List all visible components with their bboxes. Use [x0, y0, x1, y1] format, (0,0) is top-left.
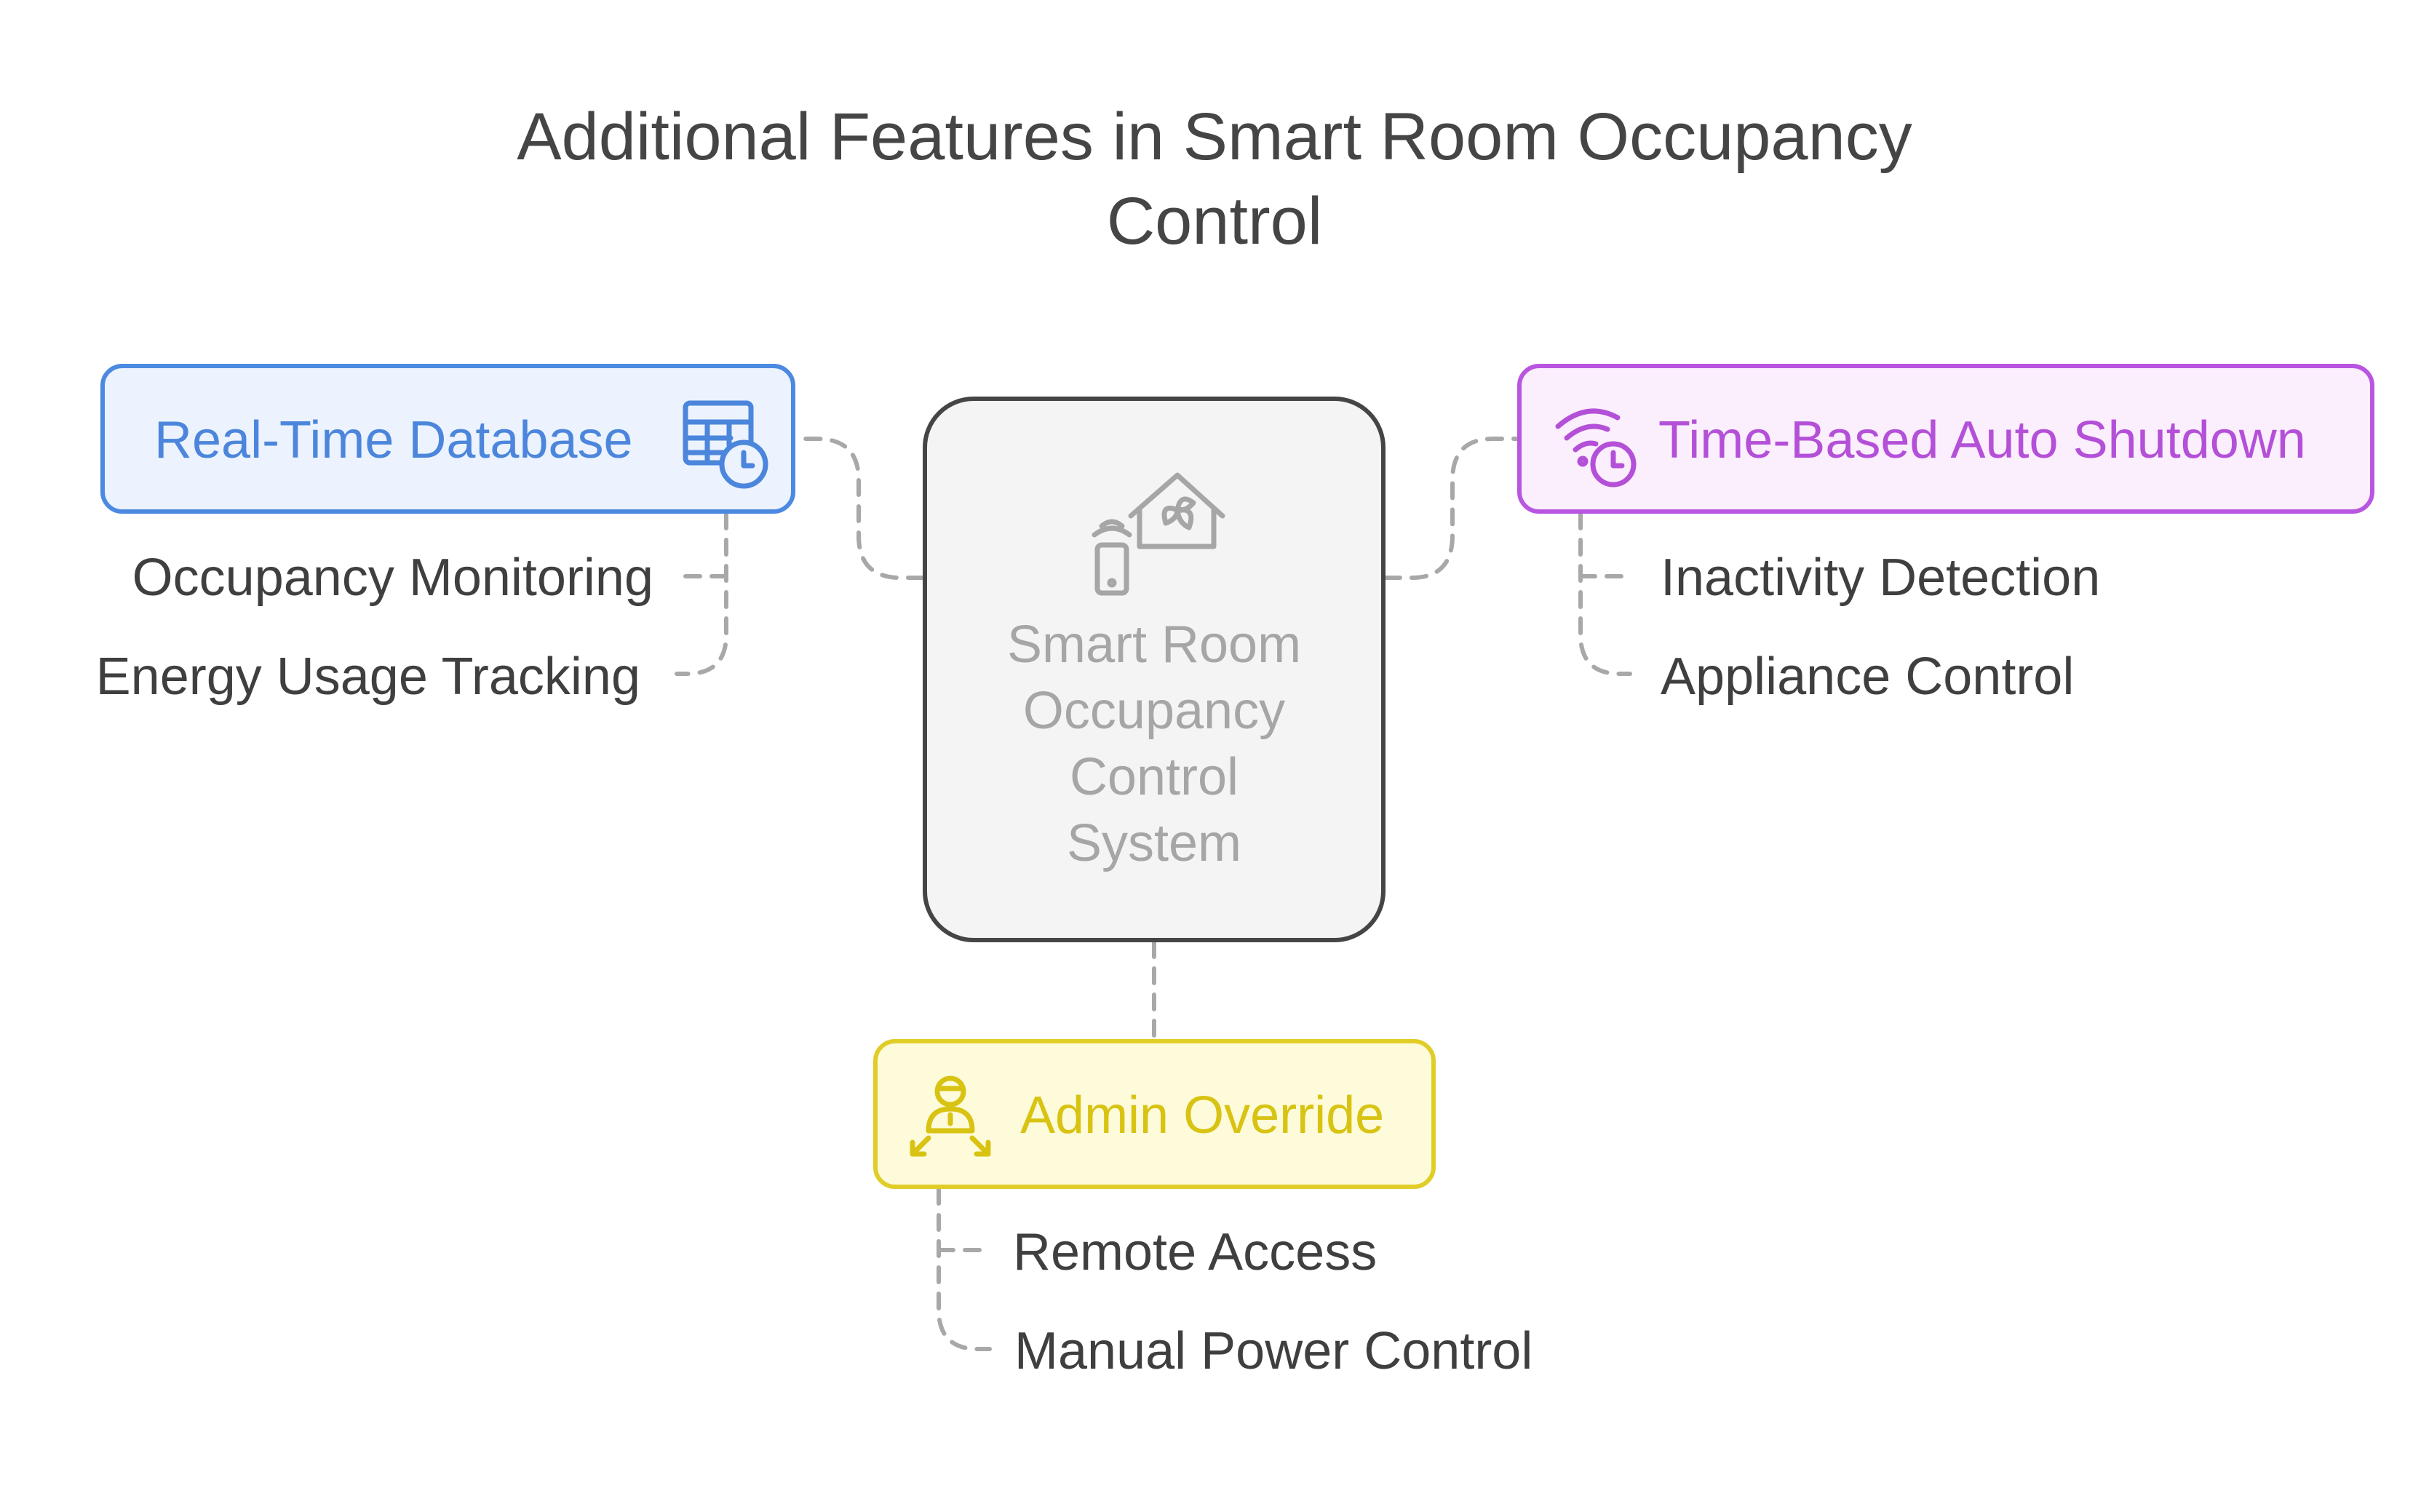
title-line-1: Additional Features in Smart Room Occupa… [517, 100, 1912, 174]
smart-home-icon [1092, 472, 1225, 596]
central-system-box: Smart Room Occupancy Control System [923, 397, 1386, 942]
feature-box-shutdown: Time-Based Auto Shutdown [1517, 364, 2374, 514]
connector-center-shutdown [1383, 437, 1519, 580]
admin-user-icon [910, 1075, 991, 1157]
subitem-inactivity-detection: Inactivity Detection [1661, 549, 2101, 607]
feature-box-database: Real-Time Database [100, 364, 795, 514]
subitem-occupancy-monitoring: Occupancy Monitoring [132, 549, 653, 607]
central-label-line-1: Smart Room [1006, 616, 1302, 674]
central-label-line-3: Control [1069, 748, 1239, 806]
wifi-clock-icon [1555, 408, 1637, 488]
feature-label-database: Real-Time Database [154, 411, 633, 469]
database-clock-icon [683, 400, 768, 489]
connector-center-database [795, 437, 925, 580]
subitem-remote-access: Remote Access [1013, 1223, 1378, 1281]
subitem-energy-usage-tracking: Energy Usage Tracking [95, 648, 640, 706]
feature-label-shutdown: Time-Based Auto Shutdown [1658, 411, 2306, 469]
central-label-line-4: System [1066, 814, 1242, 872]
central-label-line-2: Occupancy [1022, 682, 1286, 740]
connector-shutdown-items [1578, 512, 1632, 676]
subitem-appliance-control: Appliance Control [1661, 648, 2075, 706]
feature-label-admin: Admin Override [1020, 1086, 1385, 1145]
connector-database-items [675, 512, 728, 676]
connector-admin-items [937, 1187, 992, 1351]
central-system-label: Smart Room Occupancy Control System [927, 612, 1381, 877]
page-title: Additional Features in Smart Room Occupa… [0, 95, 2429, 263]
feature-box-admin: Admin Override [873, 1039, 1436, 1189]
title-line-2: Control [1106, 184, 1323, 258]
subitem-manual-power-control: Manual Power Control [1014, 1322, 1533, 1380]
